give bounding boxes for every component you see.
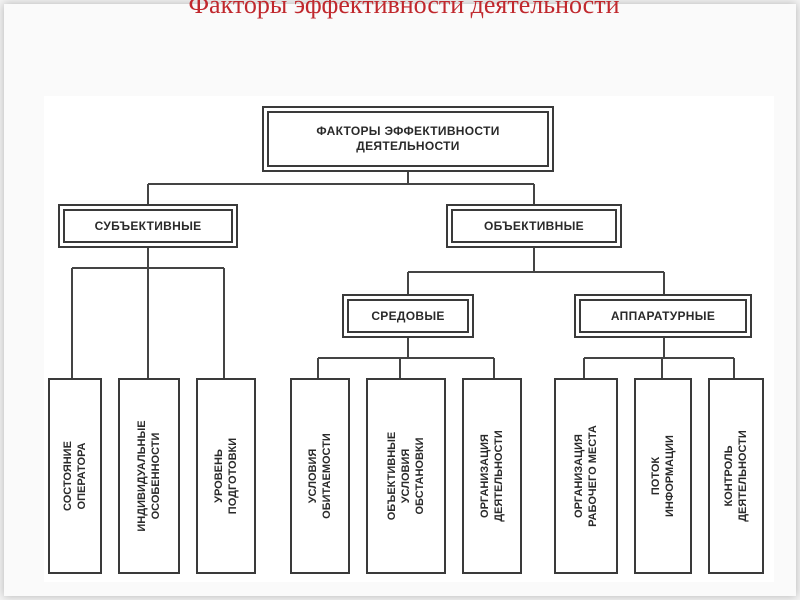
root-node-label: ФАКТОРЫ ЭФФЕКТИВНОСТИ ДЕЯТЕЛЬНОСТИ: [316, 124, 500, 153]
subjective-node-label: СУБЪЕКТИВНЫЕ: [94, 218, 202, 233]
leaf-individual-traits-label: ИНДИВИДУАЛЬНЫЕ ОСОБЕННОСТИ: [136, 420, 162, 532]
leaf-activity-organization: ОРГАНИЗАЦИЯ ДЕЯТЕЛЬНОСТИ: [462, 378, 522, 574]
connector-lines: [71, 172, 735, 378]
leaf-workplace-organization: ОРГАНИЗАЦИЯ РАБОЧЕГО МЕСТА: [554, 378, 618, 574]
leaf-information-flow: ПОТОК ИНФОРМАЦИИ: [634, 378, 692, 574]
environmental-node: СРЕДОВЫЕ: [342, 294, 474, 338]
leaf-objective-conditions-label: ОБЪЕКТИВНЫЕ УСЛОВИЯ ОБСТАНОВКИ: [386, 431, 426, 521]
leaf-training-level: УРОВЕНЬ ПОДГОТОВКИ: [196, 378, 256, 574]
hardware-node-label: АППАРАТУРНЫЕ: [610, 308, 716, 323]
environmental-node-label: СРЕДОВЫЕ: [371, 308, 445, 323]
leaf-information-flow-label: ПОТОК ИНФОРМАЦИИ: [650, 435, 676, 517]
leaf-activity-control: КОНТРОЛЬ ДЕЯТЕЛЬНОСТИ: [708, 378, 764, 574]
leaf-individual-traits: ИНДИВИДУАЛЬНЫЕ ОСОБЕННОСТИ: [118, 378, 180, 574]
leaf-habitability-label: УСЛОВИЯ ОБИТАЕМОСТИ: [307, 433, 333, 519]
root-node: ФАКТОРЫ ЭФФЕКТИВНОСТИ ДЕЯТЕЛЬНОСТИ: [262, 106, 554, 172]
leaf-objective-conditions: ОБЪЕКТИВНЫЕ УСЛОВИЯ ОБСТАНОВКИ: [366, 378, 446, 574]
objective-node: ОБЪЕКТИВНЫЕ: [446, 204, 622, 248]
leaf-habitability: УСЛОВИЯ ОБИТАЕМОСТИ: [290, 378, 350, 574]
diagram-panel: ФАКТОРЫ ЭФФЕКТИВНОСТИ ДЕЯТЕЛЬНОСТИ СУБЪЕ…: [44, 96, 774, 582]
objective-node-label: ОБЪЕКТИВНЫЕ: [484, 218, 584, 233]
leaf-activity-control-label: КОНТРОЛЬ ДЕЯТЕЛЬНОСТИ: [723, 430, 749, 522]
leaf-training-level-label: УРОВЕНЬ ПОДГОТОВКИ: [213, 437, 239, 515]
slide-frame: Факторы эффективности деятельности: [4, 0, 796, 596]
slide-title: Факторы эффективности деятельности: [188, 0, 620, 19]
leaf-workplace-organization-label: ОРГАНИЗАЦИЯ РАБОЧЕГО МЕСТА: [573, 425, 599, 527]
subjective-node: СУБЪЕКТИВНЫЕ: [58, 204, 238, 248]
hardware-node: АППАРАТУРНЫЕ: [574, 294, 752, 338]
leaf-operator-state-label: СОСТОЯНИЕ ОПЕРАТОРА: [62, 441, 88, 511]
leaf-activity-organization-label: ОРГАНИЗАЦИЯ ДЕЯТЕЛЬНОСТИ: [479, 430, 505, 522]
leaf-operator-state: СОСТОЯНИЕ ОПЕРАТОРА: [48, 378, 102, 574]
